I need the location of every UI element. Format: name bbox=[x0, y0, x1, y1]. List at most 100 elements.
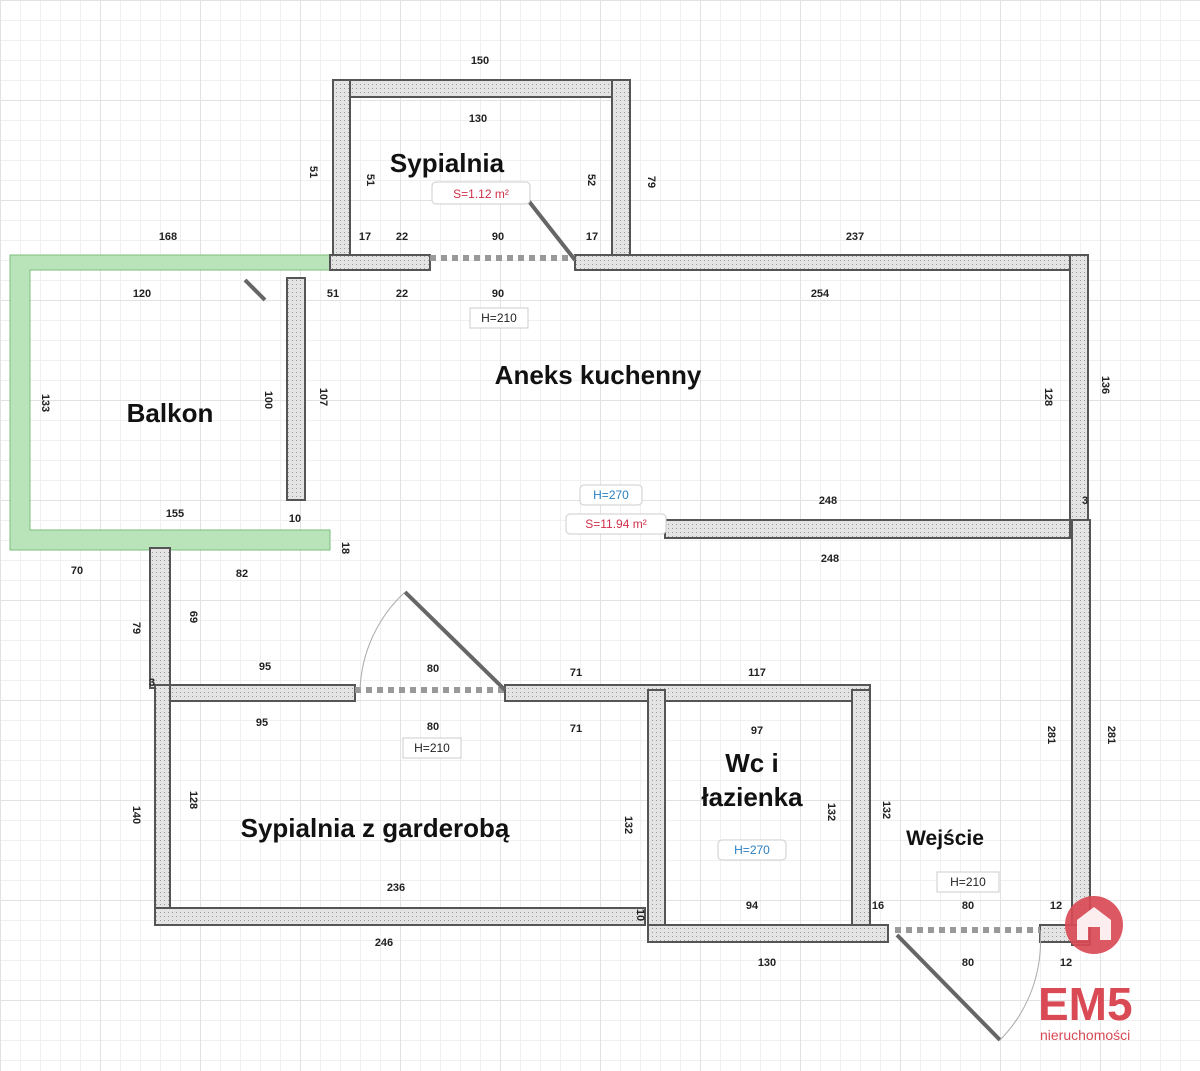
dimension-label: 130 bbox=[469, 113, 487, 125]
dimension-label: 155 bbox=[166, 508, 184, 520]
area-sypialnia: S=1.12 m² bbox=[453, 187, 509, 201]
wall bbox=[664, 519, 1071, 539]
dimension-label: 97 bbox=[751, 725, 763, 737]
room-label-wejscie: Wejście bbox=[906, 827, 984, 850]
dimension-label: 128 bbox=[187, 791, 199, 809]
dimension-label: 132 bbox=[622, 816, 634, 834]
doors bbox=[243, 188, 1041, 1042]
dimension-label: 79 bbox=[645, 176, 657, 188]
dimension-label: 246 bbox=[375, 937, 393, 949]
dimension-label: 150 bbox=[471, 55, 489, 67]
dimension-label: 70 bbox=[71, 565, 83, 577]
door-leaf bbox=[403, 590, 507, 692]
wall bbox=[647, 689, 666, 941]
dimension-label: 51 bbox=[364, 174, 376, 186]
dimension-label: 237 bbox=[846, 231, 864, 243]
area-tag-aneks: S=11.94 m² bbox=[565, 513, 667, 535]
em5-logo: EM5 nieruchomości bbox=[1038, 896, 1133, 1043]
dimension-label: 22 bbox=[396, 288, 408, 300]
dimension-label: 94 bbox=[746, 900, 759, 912]
dimension-label: 140 bbox=[130, 806, 142, 824]
dimension-label: 95 bbox=[256, 717, 268, 729]
wall bbox=[286, 277, 306, 501]
height-tag-aneks: H=270 bbox=[579, 484, 643, 506]
height-tag-door-entry: H=210 bbox=[936, 871, 1000, 893]
dimension-label: 10 bbox=[289, 513, 301, 525]
room-label-sypialnia-z-garderoba: Sypialnia z garderobą bbox=[241, 813, 510, 843]
dimension-label: 100 bbox=[262, 391, 274, 409]
wall bbox=[647, 924, 889, 943]
dimension-label: 248 bbox=[819, 495, 837, 507]
dimension-label: 281 bbox=[1105, 726, 1117, 744]
height-tag-wc: H=270 bbox=[717, 839, 787, 861]
dimension-label: 69 bbox=[187, 611, 199, 623]
dimension-label: 3 bbox=[149, 677, 155, 689]
logo-subtitle: nieruchomości bbox=[1040, 1027, 1130, 1043]
dimension-label: 107 bbox=[317, 388, 329, 406]
wall bbox=[574, 254, 1089, 271]
height-tag-door-mid: H=210 bbox=[402, 737, 462, 759]
room-label-aneks-kuchenny: Aneks kuchenny bbox=[495, 360, 702, 390]
dimension-label: 80 bbox=[427, 721, 439, 733]
dimension-label: 71 bbox=[570, 667, 582, 679]
dimension-label: 51 bbox=[327, 288, 339, 300]
dimension-label: 52 bbox=[585, 174, 597, 186]
wall bbox=[1069, 254, 1089, 524]
dimension-label: 80 bbox=[427, 663, 439, 675]
dimension-label: 132 bbox=[825, 803, 837, 821]
room-label-balkon: Balkon bbox=[127, 398, 214, 428]
dimension-label: 82 bbox=[236, 568, 248, 580]
logo-brand: EM5 bbox=[1038, 978, 1133, 1030]
door-leaf bbox=[895, 933, 1002, 1042]
wall bbox=[504, 684, 871, 702]
wall bbox=[149, 547, 171, 689]
wall bbox=[332, 79, 351, 261]
area-aneks: S=11.94 m² bbox=[585, 517, 646, 531]
dimension-label: 95 bbox=[259, 661, 271, 673]
dimension-label: 133 bbox=[39, 394, 51, 412]
wall bbox=[154, 684, 356, 702]
height-door-mid: H=210 bbox=[414, 741, 450, 755]
dimension-label: 12 bbox=[1060, 957, 1072, 969]
door-swing-arc bbox=[359, 591, 406, 691]
room-label-wc-line2: łazienka bbox=[701, 782, 803, 812]
wall bbox=[1071, 519, 1091, 946]
dimension-label: 3 bbox=[1082, 495, 1088, 507]
wall bbox=[611, 79, 631, 261]
wall bbox=[329, 254, 431, 271]
height-tag-door-top: H=210 bbox=[469, 307, 529, 329]
dimension-label: 168 bbox=[159, 231, 177, 243]
wall bbox=[851, 689, 871, 926]
dimension-label: 17 bbox=[359, 231, 371, 243]
walls bbox=[9, 79, 1091, 946]
dimension-label: 80 bbox=[962, 900, 974, 912]
dimension-label: 236 bbox=[387, 882, 405, 894]
area-tag-sypialnia: S=1.12 m² bbox=[431, 181, 531, 205]
dimension-label: 18 bbox=[339, 542, 351, 554]
dimension-label: 51 bbox=[307, 166, 319, 178]
dimension-label: 120 bbox=[133, 288, 151, 300]
wall bbox=[154, 684, 171, 926]
height-aneks: H=270 bbox=[593, 488, 629, 502]
height-door-entry: H=210 bbox=[950, 875, 986, 889]
wall bbox=[332, 79, 631, 98]
dimension-label: 281 bbox=[1045, 726, 1057, 744]
wall bbox=[154, 907, 646, 926]
height-door-top: H=210 bbox=[481, 311, 517, 325]
dimension-label: 90 bbox=[492, 288, 504, 300]
room-label-wc-line1: Wc i bbox=[725, 748, 778, 778]
dimension-label: 17 bbox=[586, 231, 598, 243]
dimension-label: 12 bbox=[1050, 900, 1062, 912]
door-leaf bbox=[243, 278, 267, 302]
height-wc: H=270 bbox=[734, 843, 770, 857]
dimension-label: 79 bbox=[130, 622, 142, 634]
dimension-label: 117 bbox=[748, 667, 766, 679]
dimension-label: 128 bbox=[1042, 388, 1054, 406]
dimension-label: 254 bbox=[811, 288, 830, 300]
dimension-label: 80 bbox=[962, 957, 974, 969]
dimension-label: 16 bbox=[872, 900, 884, 912]
dimension-label: 136 bbox=[1099, 376, 1111, 394]
door-swing-arc bbox=[999, 929, 1041, 1041]
